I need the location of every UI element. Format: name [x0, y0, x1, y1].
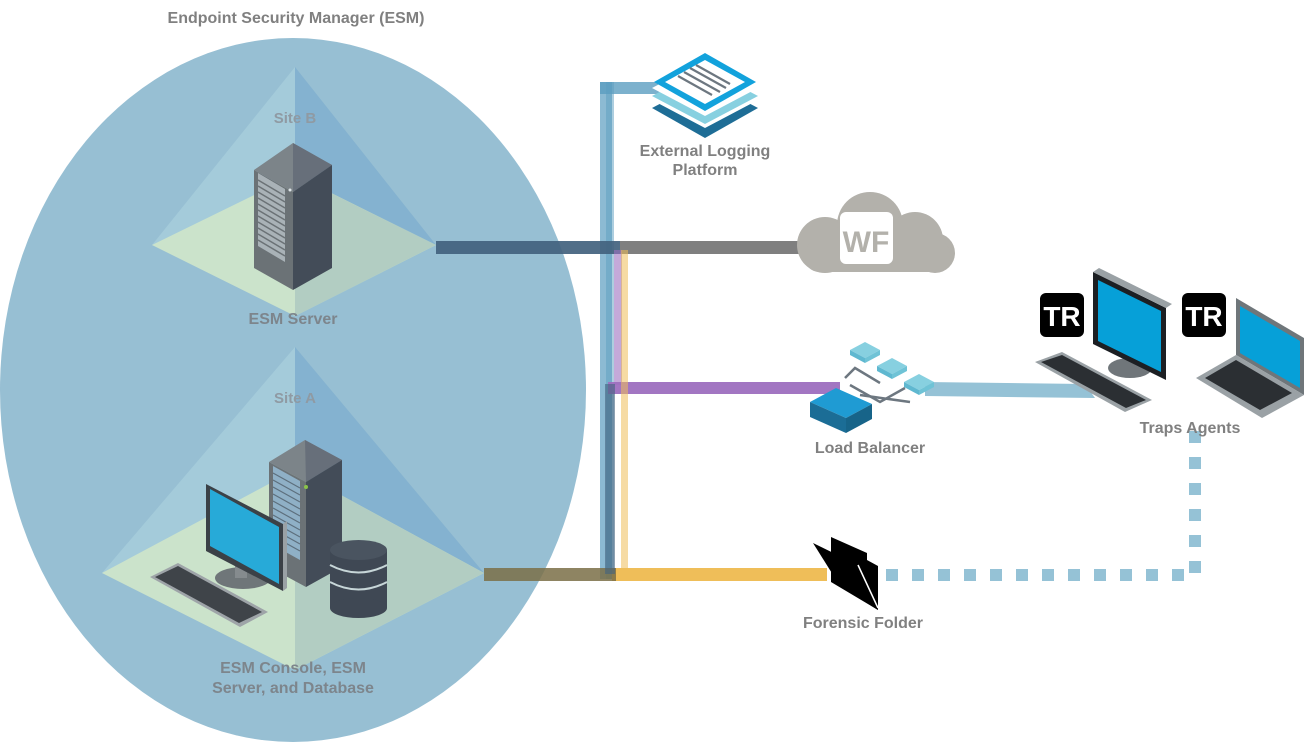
link-agents	[925, 382, 1095, 398]
forensic-folder-icon[interactable]	[813, 537, 879, 610]
logging-label-line1: External Logging	[639, 143, 771, 160]
esm-server-label: ESM Server	[248, 311, 338, 328]
link-site-a	[484, 568, 616, 581]
traps-agents-label: Traps Agents	[1139, 420, 1241, 437]
traps-badge: TR	[1040, 293, 1084, 337]
server-tower-icon	[254, 143, 332, 290]
load-balancer-icon[interactable]	[810, 342, 934, 433]
link-site-b	[436, 241, 621, 254]
svg-text:TR: TR	[1043, 301, 1080, 332]
site-a-label-line1: ESM Console, ESM	[220, 660, 366, 677]
desktop-computer-icon	[150, 484, 287, 627]
agent-laptop-icon[interactable]	[1196, 298, 1304, 418]
svg-text:TR: TR	[1185, 301, 1222, 332]
load-balancer-label: Load Balancer	[814, 440, 926, 457]
link-wildfire	[620, 241, 800, 254]
link-forensic	[612, 568, 827, 581]
site-a-label: Site A	[274, 390, 316, 407]
site-b-label: Site B	[273, 110, 317, 127]
link-forensic-v	[621, 250, 628, 580]
forensic-folder-label: Forensic Folder	[802, 615, 924, 632]
traps-badge: TR	[1182, 293, 1226, 337]
wildfire-cloud-icon[interactable]: WF	[797, 192, 955, 273]
logging-platform-icon[interactable]	[652, 53, 758, 138]
site-a-label-line2: Server, and Database	[212, 680, 374, 697]
link-logging-top	[600, 82, 660, 94]
wildfire-badge: WF	[843, 226, 890, 259]
link-load-balancer	[608, 382, 840, 394]
database-icon	[329, 540, 388, 618]
logging-label-line2: Platform	[672, 162, 738, 179]
agent-desktop-icon[interactable]	[1035, 268, 1172, 412]
link-forensic-agents-dotted	[886, 431, 1201, 581]
link-load-balancer-v	[614, 250, 622, 385]
connectors	[436, 82, 1095, 581]
diagram-title: Endpoint Security Manager (ESM)	[167, 10, 425, 27]
